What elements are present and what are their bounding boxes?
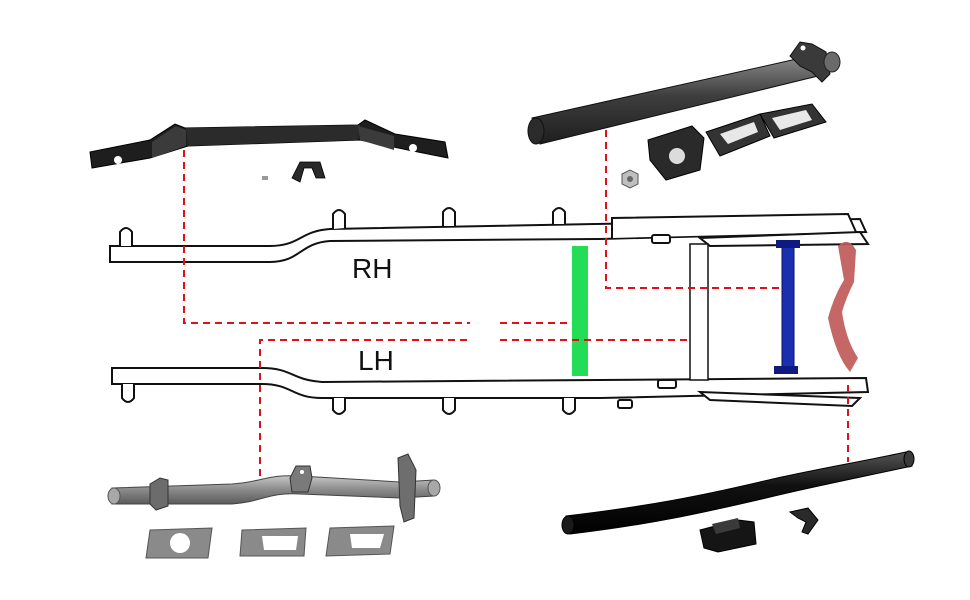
bolt-hole-icon — [409, 144, 417, 152]
nut-icon — [621, 169, 639, 189]
bolt-hole-icon — [114, 156, 122, 164]
red-crossmember — [828, 241, 858, 372]
bracket-plates-bottom-left — [145, 525, 395, 559]
rh-label: RH — [352, 253, 392, 284]
lh-label: LH — [358, 345, 394, 376]
frame-rail-rh — [109, 207, 870, 263]
green-crossmember — [572, 246, 588, 376]
rear-side-plate — [689, 243, 709, 381]
blue-crossmember — [774, 240, 800, 374]
bracket-parts-bottom-right — [699, 507, 819, 553]
guide-lines — [183, 130, 849, 476]
small-bracket — [262, 161, 326, 183]
front-tube-crossmember — [527, 41, 841, 145]
rear-tube-crossmember — [561, 450, 915, 535]
rear-hoop-crossmember — [89, 119, 449, 169]
mid-tube-crossmember — [107, 453, 441, 523]
bracket-plates-top — [621, 103, 827, 189]
frame-rail-lh — [111, 367, 870, 415]
